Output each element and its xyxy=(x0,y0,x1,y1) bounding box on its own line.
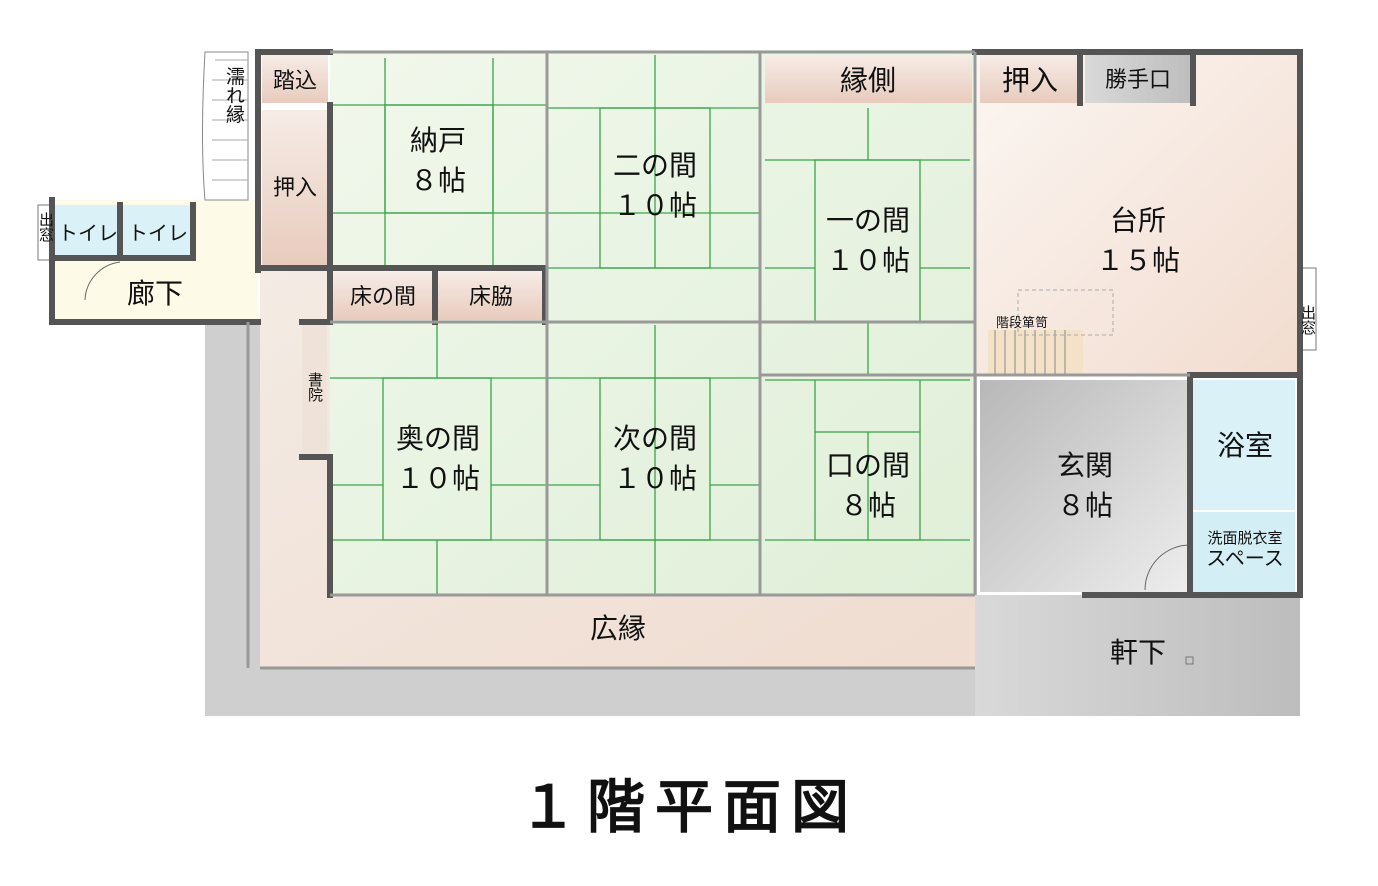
nokishita-label: 軒下 xyxy=(1110,636,1166,669)
ichinoma-size: １０帖 xyxy=(826,244,910,277)
kuchinoma-name: 口の間 xyxy=(826,449,910,482)
toilet1-label: トイレ xyxy=(58,221,118,245)
oshiire-left-floor xyxy=(262,110,328,265)
hiroen-label: 広縁 xyxy=(590,612,646,645)
shoin-label: 書院 xyxy=(306,372,324,403)
kuchinoma-size: ８帖 xyxy=(840,489,896,522)
okunoma-name: 奥の間 xyxy=(396,422,480,455)
nureen-label: 濡れ縁 xyxy=(223,66,245,123)
demado-left-label: 出窓 xyxy=(37,212,55,242)
senmen-label-1: 洗面脱衣室 xyxy=(1207,529,1282,547)
tokowaki-label: 床脇 xyxy=(469,285,513,310)
yokushitsu-label: 浴室 xyxy=(1217,429,1273,462)
toilet2-floor xyxy=(123,205,193,255)
walls xyxy=(49,49,1303,598)
engawa-label: 縁側 xyxy=(840,64,896,97)
oshiire-left-label: 押入 xyxy=(273,176,317,201)
stairs xyxy=(988,289,1114,375)
pillar-marker xyxy=(1185,656,1194,665)
tokonoma-floor xyxy=(333,272,433,320)
nokishita-area xyxy=(975,595,1300,716)
genkan-size: ８帖 xyxy=(1057,489,1113,522)
shoin-floor xyxy=(302,322,327,457)
nando-size: ８帖 xyxy=(410,164,466,197)
rouka-door-swing xyxy=(84,261,121,301)
demado-right-label: 出窓 xyxy=(1299,305,1317,335)
genkan-floor xyxy=(980,380,1187,592)
kitchen-floor xyxy=(975,55,1300,375)
senmen-label-2: スペース xyxy=(1206,546,1284,570)
engawa-floor xyxy=(765,55,972,103)
tokowaki-floor xyxy=(438,272,545,320)
tsuginoma-size: １０帖 xyxy=(613,462,697,495)
genkan-door-swing xyxy=(1144,544,1191,591)
oshiire-top-floor xyxy=(980,55,1080,103)
daidokoro-size: １５帖 xyxy=(1096,244,1180,277)
fumikomi-label: 踏込 xyxy=(273,69,317,94)
genkan-name: 玄関 xyxy=(1057,449,1113,482)
plan-title: １階平面図 xyxy=(518,773,859,841)
rouka-label: 廊下 xyxy=(127,277,183,310)
nureen-steps xyxy=(202,51,249,201)
tatami-lines xyxy=(330,55,970,595)
okunoma-size: １０帖 xyxy=(396,462,480,495)
oshiire-top-label: 押入 xyxy=(1002,64,1058,97)
thin-walls xyxy=(246,50,1190,670)
daidokoro-name: 台所 xyxy=(1110,204,1166,237)
nureen-grid xyxy=(212,59,248,181)
senmen-floor xyxy=(1193,512,1295,594)
toilet2-label: トイレ xyxy=(128,221,188,245)
fumikomi-floor xyxy=(262,55,328,103)
bath-floor xyxy=(1193,380,1295,510)
katteguchi-floor xyxy=(1085,55,1193,103)
ninoma-size: １０帖 xyxy=(613,189,697,222)
tokonoma-label: 床の間 xyxy=(350,285,416,310)
ichinoma-name: 一の間 xyxy=(826,204,910,237)
ninoma-name: 二の間 xyxy=(613,149,697,182)
toilet1-floor xyxy=(55,205,120,255)
tsuginoma-name: 次の間 xyxy=(613,422,697,455)
kaidan-label: 階段箪笥 xyxy=(996,315,1048,331)
katteguchi-label: 勝手口 xyxy=(1105,68,1171,93)
nando-name: 納戸 xyxy=(410,124,466,157)
